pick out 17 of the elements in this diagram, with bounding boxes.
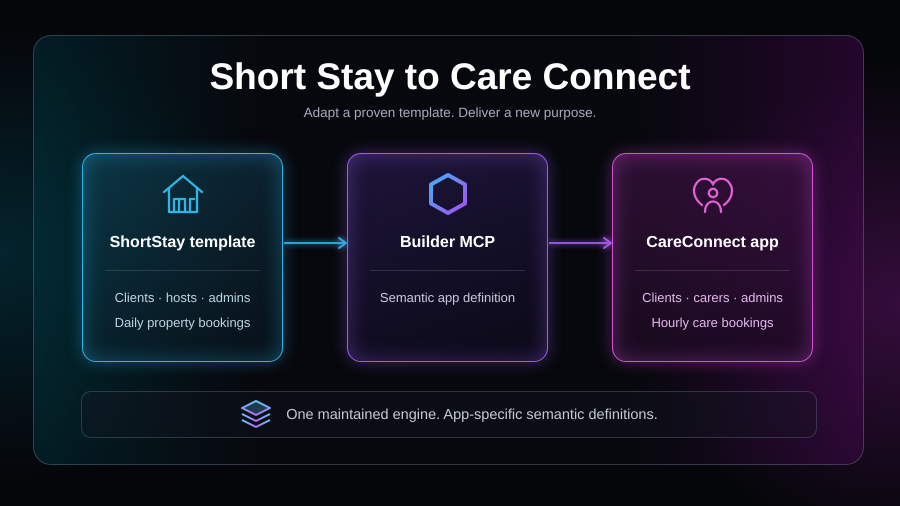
subtitle: Adapt a proven template. Deliver a new purpose. <box>304 104 596 122</box>
info-banner <box>81 391 817 438</box>
process-card <box>82 153 283 362</box>
card-text: Clients · carers · admins <box>642 289 783 307</box>
card-text: Daily property bookings <box>114 314 250 332</box>
card-text: Semantic app definition <box>380 289 516 307</box>
process-card <box>612 153 813 362</box>
banner-text: One maintained engine. App-specific semantic definitions. <box>286 406 658 422</box>
process-card <box>347 153 548 362</box>
arrow <box>284 237 347 249</box>
card-text: Clients · hosts · admins <box>114 289 250 307</box>
arrow <box>549 237 612 249</box>
card-title: CareConnect app <box>646 233 779 253</box>
card-title: ShortStay template <box>110 233 256 253</box>
card-text: Hourly care bookings <box>651 314 774 332</box>
card-title: Builder MCP <box>400 233 496 253</box>
title: Short Stay to Care Connect <box>209 55 691 99</box>
